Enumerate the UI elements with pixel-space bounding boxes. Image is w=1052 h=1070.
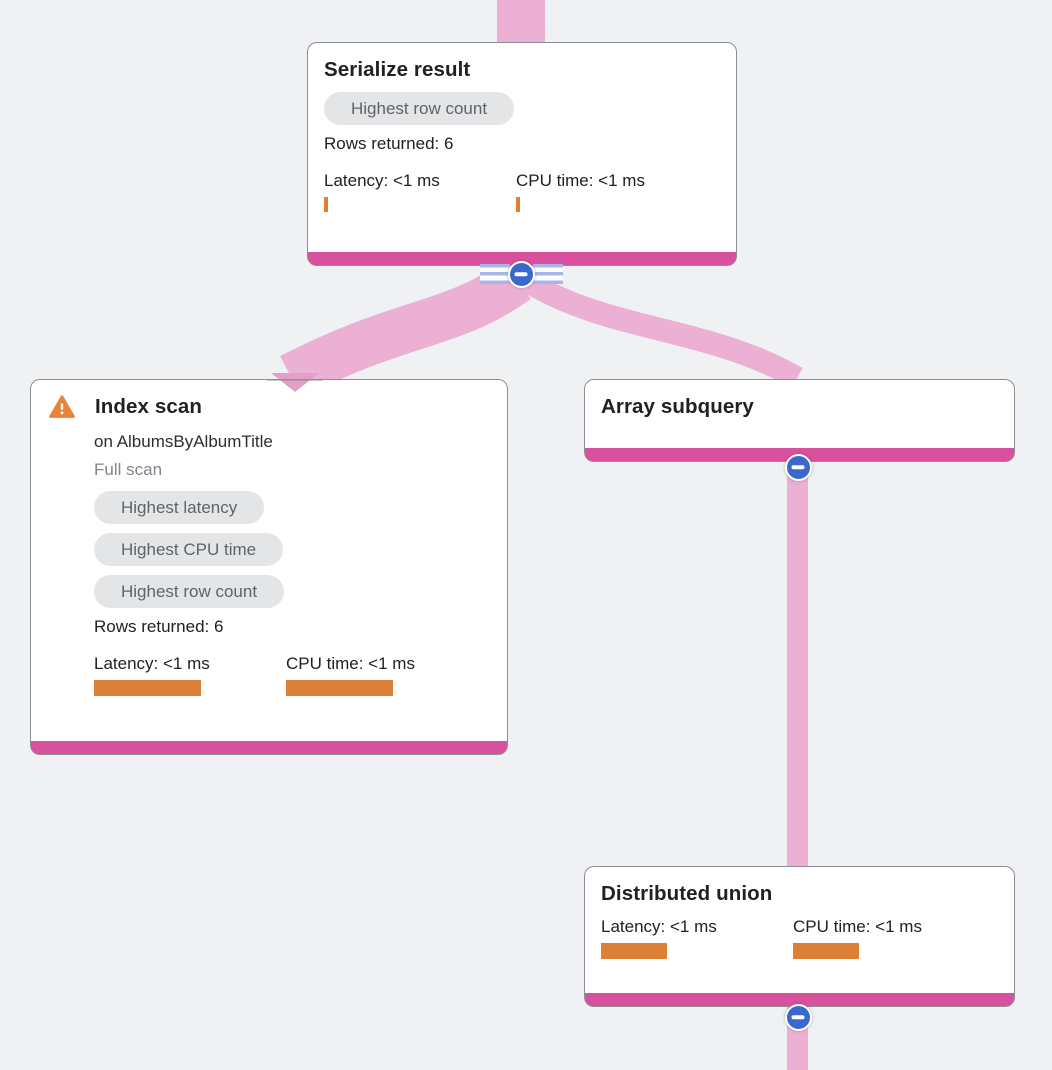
badge-highest-cpu-time: Highest CPU time <box>94 533 284 566</box>
edge-serialize-to-array-subquery <box>520 271 803 388</box>
collapse-button-array-subquery[interactable] <box>784 453 812 481</box>
latency-metric: Latency: <1 ms <box>601 917 793 959</box>
cpu-metric: CPU time: <1 ms <box>286 654 478 696</box>
index-target-text: on AlbumsByAlbumTitle <box>94 432 273 451</box>
rows-returned-text: Rows returned: 6 <box>324 134 454 153</box>
node-index-scan[interactable]: Index scan on AlbumsByAlbumTitle Full sc… <box>30 379 508 755</box>
node-title: Distributed union <box>601 882 773 905</box>
edge-top-to-serialize <box>497 0 545 44</box>
badge-highest-row-count: Highest row count <box>94 575 285 608</box>
latency-bar <box>94 680 201 696</box>
latency-bar <box>601 943 667 959</box>
full-scan-text: Full scan <box>94 460 163 479</box>
cpu-metric: CPU time: <1 ms <box>793 917 985 959</box>
badge-highest-latency: Highest latency <box>94 491 265 524</box>
collapse-button-distributed-union[interactable] <box>784 1003 812 1031</box>
cpu-label: CPU time: <1 ms <box>516 171 645 190</box>
warning-icon <box>49 395 75 418</box>
collapse-button-serialize[interactable] <box>507 260 535 288</box>
cpu-bar <box>286 680 393 696</box>
latency-bar <box>324 197 328 212</box>
node-distributed-union[interactable]: Distributed union Latency: <1 ms CPU tim… <box>584 866 1015 1007</box>
cpu-bar <box>516 197 520 212</box>
rows-returned-text: Rows returned: 6 <box>94 617 224 636</box>
latency-metric: Latency: <1 ms <box>94 654 286 696</box>
node-title: Index scan <box>95 395 202 418</box>
latency-label: Latency: <1 ms <box>94 654 210 673</box>
cpu-label: CPU time: <1 ms <box>793 917 922 936</box>
cpu-label: CPU time: <1 ms <box>286 654 415 673</box>
edge-array-to-distributed <box>787 460 808 868</box>
latency-label: Latency: <1 ms <box>601 917 717 936</box>
edge-serialize-to-index-scan <box>280 260 531 398</box>
edge-stripe-handle-left <box>480 264 510 284</box>
minus-icon <box>791 1015 805 1019</box>
edge-stripe-handle-right <box>533 264 563 284</box>
latency-label: Latency: <1 ms <box>324 171 440 190</box>
minus-icon <box>514 272 528 276</box>
node-title: Serialize result <box>324 58 471 81</box>
node-serialize-result[interactable]: Serialize result Highest row count Rows … <box>307 42 737 266</box>
minus-icon <box>791 465 805 469</box>
node-array-subquery[interactable]: Array subquery <box>584 379 1015 462</box>
node-footer-bar <box>31 741 507 754</box>
badge-highest-row-count: Highest row count <box>324 92 515 125</box>
cpu-metric: CPU time: <1 ms <box>516 171 708 212</box>
latency-metric: Latency: <1 ms <box>324 171 516 212</box>
node-title: Array subquery <box>601 395 754 418</box>
cpu-bar <box>793 943 859 959</box>
node-footer-bar <box>585 993 1014 1006</box>
